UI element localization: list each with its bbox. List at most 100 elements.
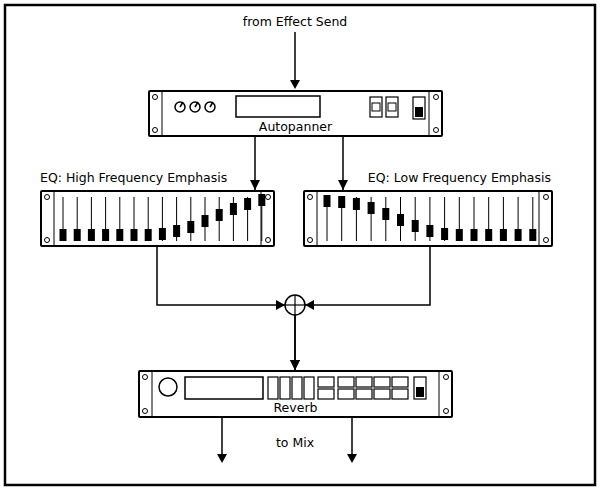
button	[370, 97, 382, 117]
power-switch-rocker	[415, 107, 423, 117]
power-switch	[413, 97, 425, 119]
slider-knob	[159, 228, 166, 240]
autopanner-unit: Autopanner	[148, 90, 443, 137]
slider-knob	[412, 220, 419, 232]
button	[318, 377, 334, 387]
rack-hole	[45, 195, 50, 200]
rack-hole	[444, 375, 449, 380]
rack-hole	[266, 195, 271, 200]
slider-knob	[426, 225, 433, 237]
button	[374, 389, 390, 399]
rack-hole	[266, 238, 271, 243]
button	[280, 377, 290, 399]
slider-knob	[60, 229, 67, 241]
input-label: from Effect Send	[241, 15, 350, 29]
slider-knob	[368, 202, 375, 214]
input-arrow-line	[294, 32, 296, 82]
reverb-unit: Reverb	[138, 370, 453, 418]
rack-hole	[308, 238, 313, 243]
signal-connector	[157, 247, 295, 370]
summing-arrowhead	[276, 300, 285, 310]
slider-knob	[529, 229, 536, 241]
power-switch	[414, 377, 426, 399]
rack-ear-line	[539, 191, 540, 246]
unit-label: Reverb	[274, 401, 318, 415]
unit-label: Autopanner	[259, 120, 332, 134]
rack-hole	[434, 128, 439, 133]
rack-hole	[45, 238, 50, 243]
eq-unit: EQ: High Frequency Emphasis	[40, 190, 275, 247]
slider-knob	[258, 194, 265, 206]
rack-hole	[544, 195, 549, 200]
slider-knob	[471, 229, 478, 241]
slider-knob	[74, 229, 81, 241]
rack-ear-line	[162, 91, 163, 136]
knob	[205, 102, 215, 112]
rack-ear-line	[54, 191, 55, 246]
rack-hole	[544, 238, 549, 243]
rack-ear-line	[439, 371, 440, 417]
slider-knob	[116, 229, 123, 241]
summing-junction	[285, 295, 305, 315]
button	[386, 97, 398, 117]
summing-cross	[294, 295, 295, 315]
knob-pointer	[195, 102, 198, 107]
power-switch-rocker	[416, 387, 424, 397]
signal-connector	[342, 137, 344, 190]
rack-ear-line	[317, 191, 318, 246]
slider-knob	[202, 215, 209, 227]
knob-pointer	[180, 102, 183, 107]
button	[292, 377, 302, 399]
rack-ear-line	[429, 91, 430, 136]
rack-hole	[153, 128, 158, 133]
slider-knob	[485, 229, 492, 241]
slider-knob	[102, 229, 109, 241]
input-arrowhead	[290, 80, 300, 89]
rack-ear-line	[152, 371, 153, 417]
slider-knob	[500, 229, 507, 241]
button	[374, 377, 390, 387]
knob-pointer	[210, 102, 213, 107]
slider-knob	[230, 203, 237, 215]
slider-knob	[353, 198, 360, 210]
knob	[175, 102, 185, 112]
button	[338, 377, 354, 387]
summing-arrowhead	[305, 300, 314, 310]
eq-sliders	[60, 194, 537, 241]
button	[268, 377, 278, 399]
rack-hole	[143, 375, 148, 380]
slider-knob	[145, 229, 152, 241]
slider-knob	[131, 229, 138, 241]
display	[236, 96, 320, 117]
outer-frame	[5, 5, 595, 485]
slider-knob	[338, 196, 345, 208]
rack-hole	[444, 409, 449, 414]
rack-hole	[434, 95, 439, 100]
button-face	[372, 103, 380, 111]
slider-knob	[515, 229, 522, 241]
rack-hole	[143, 409, 148, 414]
eq-unit: EQ: Low Frequency Emphasis	[303, 190, 553, 247]
button	[304, 377, 314, 399]
output-arrow-line	[351, 418, 353, 456]
output-arrowhead	[347, 454, 357, 463]
slider-knob	[173, 225, 180, 237]
slider-knob	[382, 208, 389, 220]
display	[185, 377, 263, 399]
slider-knob	[324, 195, 331, 207]
button	[356, 377, 372, 387]
rack-hole	[308, 195, 313, 200]
slider-knob	[441, 228, 448, 240]
slider-knob	[88, 229, 95, 241]
slider-knob	[456, 229, 463, 241]
output-arrowhead	[217, 454, 227, 463]
signal-connector	[254, 137, 256, 190]
slider-knob	[216, 209, 223, 221]
button	[392, 377, 408, 387]
button	[392, 389, 408, 399]
slider-track	[415, 197, 416, 241]
button	[338, 389, 354, 399]
unit-heading: EQ: Low Frequency Emphasis	[368, 171, 551, 185]
